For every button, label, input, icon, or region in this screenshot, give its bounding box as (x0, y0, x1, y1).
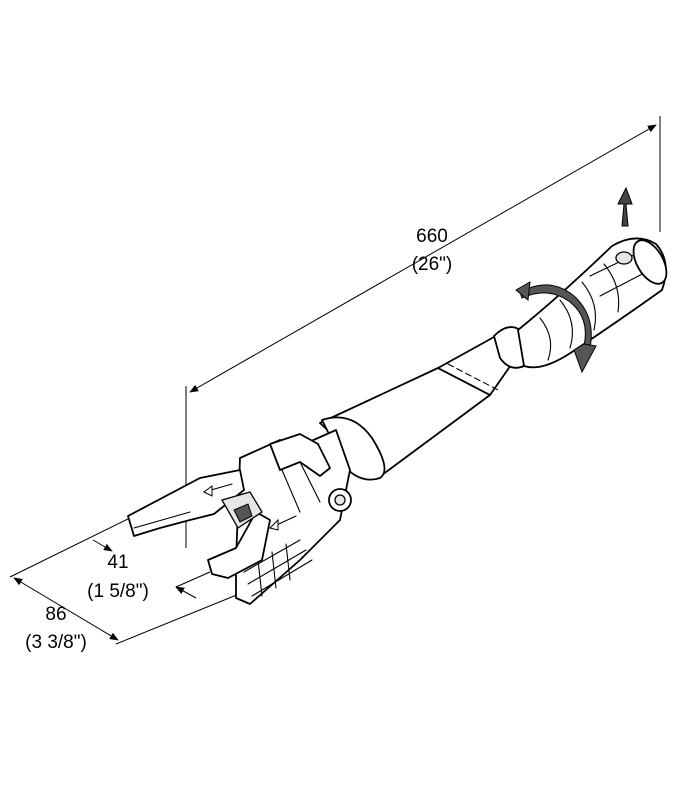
handle-hang-hole (615, 251, 633, 265)
opening-metric-label: 41 (107, 552, 128, 573)
jaw-arm-upper (127, 469, 245, 537)
grip-ridge-3 (581, 281, 597, 331)
opening-imperial-label: (1 5/8") (87, 581, 149, 602)
rotate-arrow-icon (515, 281, 597, 374)
grip-ridge-1 (539, 317, 552, 361)
width-metric-label: 86 (45, 604, 66, 625)
pull-arrow-icon (617, 186, 633, 227)
head-clamp (269, 433, 331, 477)
width-extension-line-1 (9, 518, 129, 578)
jaw-arm-lower (207, 511, 271, 579)
width-extension-line-2 (115, 591, 245, 645)
length-dimension-line (189, 124, 657, 393)
clamp-detail-2 (299, 461, 321, 503)
opening-extension-line (175, 571, 211, 588)
jaw-ratchet-teeth (233, 503, 253, 523)
opening-arrow-right (175, 586, 197, 599)
overall-length-dimension: 660 (26") (185, 116, 661, 548)
width-dimension-line (13, 577, 119, 641)
length-imperial-label: (26") (412, 254, 453, 275)
shaft-break-line (437, 367, 491, 396)
clamp-detail-1 (281, 469, 301, 513)
length-metric-label: 660 (416, 226, 448, 247)
opening-arrow-left (92, 539, 113, 552)
jaw-arrow-icon (203, 483, 297, 531)
jaw-opening-dimension: 41 (1 5/8") (87, 539, 211, 602)
shaft-break-line-2 (447, 363, 501, 392)
handle-end-cap (632, 239, 668, 285)
wrench-tool (127, 237, 668, 605)
grip-ridge-2 (559, 299, 573, 349)
width-imperial-label: (3 3/8") (25, 632, 87, 653)
head-ribs (243, 539, 313, 597)
jaw-width-dimension: 86 (3 3/8") (9, 518, 245, 653)
jaw-arm-upper-edge (133, 511, 191, 529)
pivot-screw-center (334, 494, 346, 506)
